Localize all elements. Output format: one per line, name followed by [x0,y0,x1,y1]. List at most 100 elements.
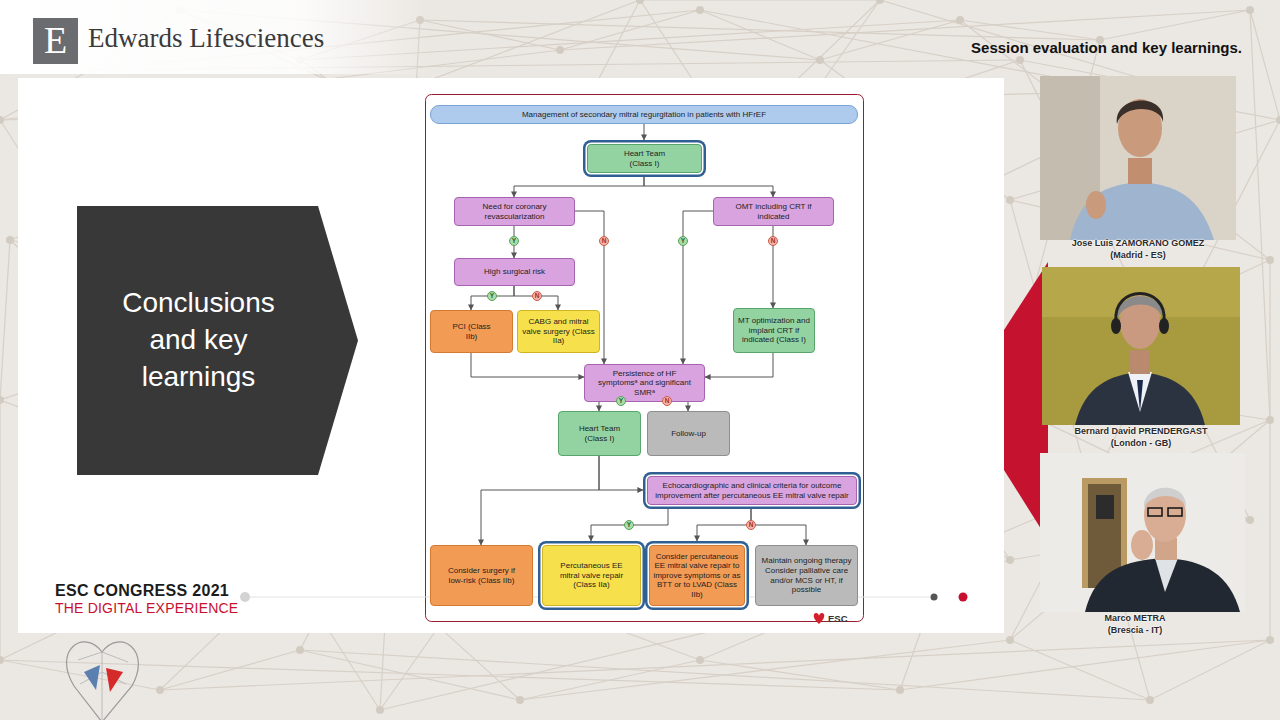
logo-letter: E [44,18,67,62]
network-dot [1266,636,1274,644]
node-text: Consider surgery if low-risk (Class IIb) [447,566,517,585]
branch-label: Y [487,291,497,301]
node-text: Management of secondary mitral regurgita… [522,110,766,120]
network-line [0,400,1,660]
speaker-name: Marco METRA [1104,613,1165,623]
node-text: Percutaneous EE mitral valve repair (Cla… [552,561,632,590]
network-line [380,0,880,710]
speaker-figure [1070,182,1214,240]
arrow-fill [77,206,358,475]
event-name: ESC CONGRESS 2021 [55,582,229,600]
speaker-figure [1128,372,1152,412]
network-line [640,0,880,1]
speaker-figure [1130,350,1150,374]
speaker-figure [1075,372,1205,425]
slider-dot [959,593,968,602]
page-title: Session evaluation and key learnings. [971,39,1242,56]
decision-box: Need for coronary revascularization [454,197,575,226]
network-dot [296,646,304,654]
speaker-figure [1144,488,1186,508]
heart-illustration [67,642,139,720]
branch-label: N [662,396,672,406]
branch-label: Y [624,520,634,530]
flow-connector [471,353,584,377]
branch-label: N [768,236,778,246]
network-line [820,20,960,60]
heart-illustration [84,665,100,690]
branch-label: N [532,291,542,301]
figure-frame [426,95,864,622]
network-dot [556,46,564,54]
node-text: Consider percutaneous EE mitral valve re… [653,552,741,600]
node-text: Need for coronary revascularization [470,202,560,221]
network-line [0,240,10,400]
header-glow [0,0,430,74]
network-dot [1266,256,1274,264]
decision-box: High surgical risk [454,258,575,286]
node-text: Conclusions and key learnings [111,285,286,396]
node-text: Persistence of HF symptomsᵃ and signific… [592,369,697,398]
flow-connector [514,177,644,197]
speaker-location: (Brescia - IT) [1108,625,1163,635]
speaker-name: Bernard David PRENDERGAST [1074,426,1207,436]
flow-connector [705,353,773,377]
network-line [1150,640,1270,700]
network-dot [1246,516,1254,524]
node-text: Heart Team (Class I) [574,424,626,443]
network-dot [1276,116,1280,124]
network-line [1100,10,1250,40]
title-arrow: Conclusions and key learnings [77,206,358,475]
network-line [1020,60,1250,520]
flow-connector [471,286,514,310]
headset [1116,294,1164,323]
network-dot [696,6,704,14]
headset [1159,318,1169,334]
flow-connector [644,124,645,140]
network-dot [956,16,964,24]
speaker-figure [1144,488,1186,542]
network-dot [1246,6,1254,14]
network-dot [696,656,704,664]
society-logo: ESC [828,613,848,624]
network-dot [0,656,4,664]
node-text: Follow-up [671,429,706,439]
process-box: Heart Team (Class I) [587,144,702,173]
decision-box: Persistence of HF symptomsᵃ and signific… [584,364,705,402]
network-dot [816,56,824,64]
network-line [1269,260,1270,640]
network-dot [1016,56,1024,64]
branch-label: Y [616,396,626,406]
flow-connector [591,509,668,541]
network-line [300,650,520,700]
node-text: MT optimization and implant CRT if indic… [737,316,811,345]
node-text: PCI (Class IIb) [449,322,494,341]
network-dot [1006,556,1014,564]
treatment-box: PCI (Class IIb) [430,310,513,353]
network-dot [0,116,4,124]
network-dot [6,236,14,244]
speaker-figure [1117,100,1163,124]
flow-connector [599,456,643,490]
network-line [900,640,1270,690]
speaker-name: Jose Luis ZAMORANO GOMEZ [1072,238,1205,248]
slide-panel [18,78,1004,633]
treatment-box: CABG and mitral valve surgery (Class IIa… [517,310,600,353]
network-dot [516,696,524,704]
treatment-box: Maintain ongoing therapy Consider pallia… [755,545,858,606]
esc-heart-icon [814,613,825,624]
header-band: Management of secondary mitral regurgita… [430,105,858,124]
network-line [520,660,700,700]
network-line [1010,420,1270,640]
glasses [1148,508,1162,516]
logo-box [33,18,78,64]
speaker-figure [1131,530,1153,560]
network-line [300,650,1150,700]
node-text: High surgical risk [484,267,545,277]
branch-label: N [599,236,609,246]
flow-connector [644,177,773,197]
flow-connector [514,286,558,310]
node-text: Echocardiographic and clinical criteria … [651,481,853,500]
treatment-box: MT optimization and implant CRT if indic… [733,308,815,353]
network-line [560,10,700,50]
network-dot [1006,636,1014,644]
